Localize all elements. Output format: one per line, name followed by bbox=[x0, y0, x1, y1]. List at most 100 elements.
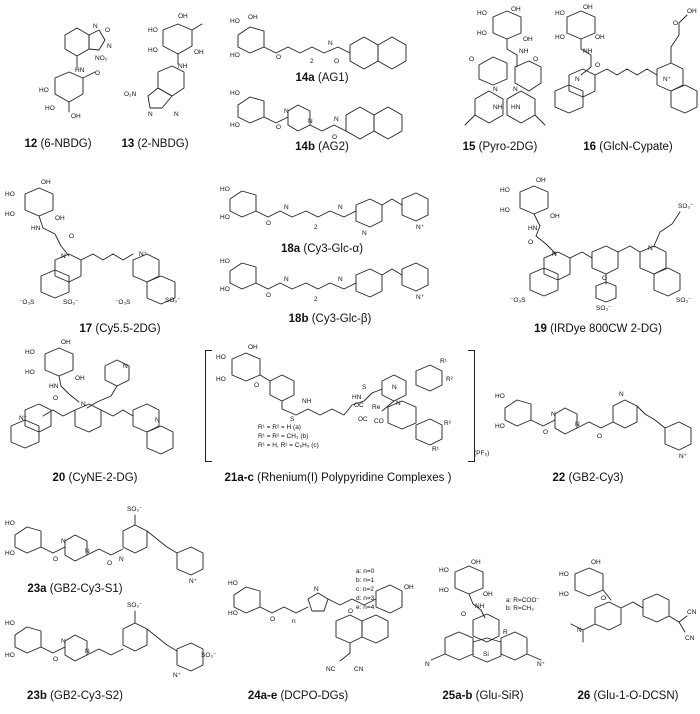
caption-13: 13 (2-NBDG) bbox=[121, 138, 189, 150]
atom-label: HN bbox=[75, 67, 85, 74]
atom-label: OH bbox=[591, 559, 601, 566]
bracket-right bbox=[468, 350, 475, 462]
atom-label: HO bbox=[555, 34, 565, 41]
atom-label: HO bbox=[439, 567, 449, 574]
atom-label: O bbox=[461, 611, 466, 618]
atom-label: N⁺ bbox=[679, 453, 688, 460]
atom-label: N bbox=[284, 204, 289, 211]
atom-label: S bbox=[362, 384, 367, 391]
atom-label: N bbox=[81, 401, 86, 408]
atom-label: n bbox=[292, 618, 296, 625]
atom-label: OH bbox=[511, 6, 521, 13]
structure-14a: HO HO OH O 2 N O bbox=[230, 14, 398, 80]
atom-label: N bbox=[174, 111, 179, 118]
atom-label: R² bbox=[446, 376, 454, 383]
atom-label: O bbox=[276, 124, 281, 131]
atom-label: O bbox=[469, 56, 474, 63]
atom-label: NH bbox=[475, 603, 485, 610]
caption-18b: 18b (Cy3-Glc-β) bbox=[288, 313, 372, 325]
atom-label: O bbox=[334, 58, 339, 65]
atom-label: N bbox=[328, 40, 333, 47]
atom-label: HO bbox=[228, 580, 238, 587]
atom-label: O bbox=[673, 20, 678, 27]
atom-label: HO bbox=[5, 211, 15, 218]
atom-label: N bbox=[396, 400, 401, 407]
atom-label: HO bbox=[500, 207, 510, 214]
atom-label: HO bbox=[559, 591, 569, 598]
atom-label: N bbox=[123, 363, 128, 370]
atom-label: N bbox=[308, 118, 313, 125]
atom-label: HO bbox=[5, 520, 15, 527]
structure-23b: HO HO O N N SO₃⁻ N⁺ SO₃⁻ bbox=[5, 602, 217, 679]
atom-label: N bbox=[61, 538, 66, 545]
atom-label: OC bbox=[358, 416, 368, 423]
atom-label: R¹ bbox=[440, 358, 448, 365]
atom-label: OH bbox=[595, 34, 605, 41]
atom-label: HO bbox=[500, 187, 510, 194]
r-group-b: R¹ = R² = CH₃ (b) bbox=[258, 433, 309, 440]
atom-label: OH bbox=[75, 375, 85, 382]
atom-label: HO bbox=[220, 258, 230, 265]
atom-label: HO bbox=[39, 87, 49, 94]
atom-label: HO bbox=[220, 286, 230, 293]
atom-label: HO bbox=[477, 30, 487, 37]
atom-label: N bbox=[107, 43, 112, 50]
atom-label: N bbox=[284, 108, 289, 115]
atom-label: OH bbox=[71, 113, 81, 120]
atom-label: OC bbox=[354, 402, 364, 409]
atom-label: HO bbox=[495, 393, 505, 400]
caption-26: 26 (Glu-1-O-DCSN) bbox=[577, 690, 679, 702]
caption-14b: 14b (AG2) bbox=[295, 141, 349, 153]
atom-label: HO bbox=[555, 10, 565, 17]
atom-label: 2 bbox=[310, 58, 314, 65]
atom-label: HO bbox=[5, 191, 15, 198]
atom-label: O bbox=[53, 395, 58, 402]
atom-label: HO bbox=[228, 610, 238, 617]
structure-15: HO HO OH OH NH O O N N NH HN bbox=[455, 6, 555, 145]
r-group-c: R¹ = H, R² = C₆H₅ (c) bbox=[258, 442, 319, 449]
atom-label: SO₃⁻ bbox=[63, 299, 79, 306]
atom-label: SO₃⁻ bbox=[676, 297, 692, 304]
atom-label: OH bbox=[483, 591, 493, 598]
atom-label: SO₃⁻ bbox=[165, 297, 181, 304]
atom-label: OH bbox=[536, 177, 546, 184]
caption-14a: 14a (AG1) bbox=[295, 72, 349, 84]
structure-23a: HO HO O N N O SO₃⁻ N N⁺ bbox=[5, 506, 215, 585]
bracket-left bbox=[205, 350, 212, 462]
caption-24a-e: 24a-e (DCPO-DGs) bbox=[247, 690, 349, 702]
atom-label: HO bbox=[216, 376, 226, 383]
atom-label: R¹ bbox=[432, 446, 440, 453]
atom-label: N bbox=[155, 417, 160, 424]
atom-label: HO bbox=[477, 10, 487, 17]
atom-label: ⁻O₃S bbox=[115, 299, 131, 306]
atom-label: HO bbox=[25, 369, 35, 376]
atom-label: HO bbox=[230, 52, 240, 59]
atom-label: N bbox=[338, 204, 343, 211]
atom-label: HO bbox=[148, 47, 158, 54]
atom-label: O bbox=[270, 616, 275, 623]
atom-label: O bbox=[601, 595, 606, 602]
atom-label: N bbox=[314, 586, 319, 593]
atom-label: N bbox=[392, 384, 397, 391]
structure-19: HO HO OH OH HN O N N⁺ SO₃⁻ ⁻O₃S O SO₃⁻ S… bbox=[500, 177, 694, 312]
atom-label: HO bbox=[230, 122, 240, 129]
atom-label: HO bbox=[230, 18, 240, 25]
atom-label: O bbox=[276, 54, 281, 61]
atom-label: HO bbox=[148, 27, 158, 34]
structure-13: HO HO OH OH NH O₂N N N bbox=[124, 13, 204, 118]
atom-label: N⁺ bbox=[537, 661, 546, 668]
structure-18a: HO HO O N 2 N N N⁺ bbox=[220, 186, 430, 237]
atom-label: NO₂ bbox=[95, 55, 108, 62]
atom-label: N bbox=[85, 648, 90, 655]
structure-25: HO HO OH OH NH O R Si N N⁺ bbox=[425, 559, 546, 668]
atom-label: OH bbox=[55, 215, 65, 222]
atom-label: N bbox=[93, 23, 98, 30]
atom-label: OH bbox=[194, 49, 204, 56]
atom-label: N bbox=[619, 391, 624, 398]
atom-label: O bbox=[95, 70, 100, 77]
atom-label: O bbox=[602, 275, 607, 282]
atom-label: O bbox=[543, 429, 548, 436]
atom-label: HO bbox=[220, 214, 230, 221]
atom-label: OH bbox=[61, 339, 71, 346]
atom-label: O₂N bbox=[124, 91, 137, 98]
